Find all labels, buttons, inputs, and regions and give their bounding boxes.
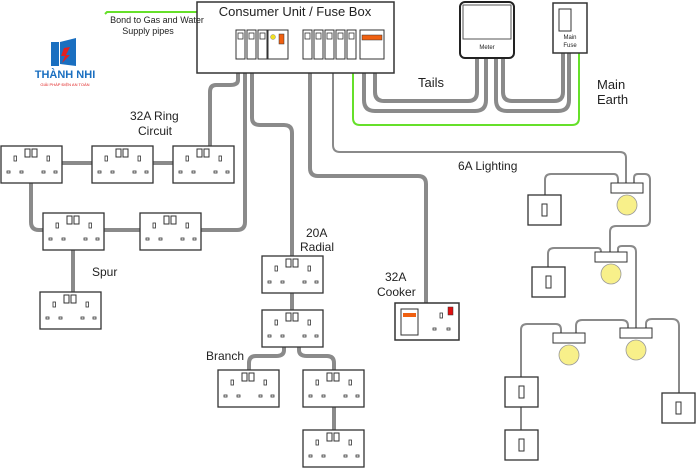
circuit-breaker: [302, 29, 313, 60]
tails-label: Tails: [418, 75, 445, 90]
circuit-breaker: [324, 29, 335, 60]
ceiling-light: [552, 332, 586, 366]
logo-name: THÀNH NHI: [35, 68, 96, 81]
double-socket: [139, 212, 202, 251]
circuit-breaker: [246, 29, 257, 60]
light-switch: [531, 266, 566, 298]
radial-circuit-wires: [247, 73, 336, 430]
lighting-label: 6A Lighting: [458, 159, 517, 173]
main-fuse-label-1: Main: [563, 35, 576, 41]
main-switch: [359, 29, 385, 60]
cooker-wire: [308, 73, 428, 303]
ring-circuit-wires: [29, 73, 247, 292]
bond-wire: [104, 11, 197, 15]
rcd-unit: [267, 29, 289, 60]
logo: THÀNH NHI GIẢI PHÁP ĐIỆN AN TOÀN: [35, 38, 96, 87]
double-socket: [172, 145, 235, 184]
double-socket: [42, 212, 105, 251]
double-socket: [261, 309, 324, 348]
circuit-breaker: [335, 29, 346, 60]
main-fuse-label-2: Fuse: [563, 43, 577, 49]
branch-label: Branch: [206, 349, 244, 363]
double-socket: [39, 291, 102, 330]
double-socket: [261, 255, 324, 294]
circuit-breaker: [235, 29, 246, 60]
cooker-control-unit: [394, 302, 460, 341]
spur-label: Spur: [92, 265, 117, 279]
ceiling-light: [610, 182, 644, 216]
circuit-breaker: [313, 29, 324, 60]
light-switch: [504, 429, 539, 461]
radial-label-1: 20A: [306, 226, 327, 240]
light-switch: [661, 392, 696, 424]
double-socket: [302, 369, 365, 408]
bond-label-2: Supply pipes: [122, 26, 174, 36]
circuit-breaker: [346, 29, 357, 60]
main-earth-label-2: Earth: [597, 92, 628, 107]
double-socket: [217, 369, 280, 408]
main-earth-wire: [352, 53, 580, 126]
main-fuse: Main Fuse: [552, 2, 588, 54]
double-socket: [302, 429, 365, 468]
double-socket: [0, 145, 63, 184]
tails-wires: [362, 53, 571, 113]
bond-label: Bond to Gas and Water: [110, 15, 204, 25]
circuit-breaker: [257, 29, 268, 60]
cooker-label-2: Cooker: [377, 285, 416, 299]
cooker-label-1: 32A: [385, 270, 406, 284]
light-switch: [504, 376, 539, 408]
light-switch: [527, 194, 562, 226]
ceiling-light: [619, 327, 653, 361]
consumer-unit: Consumer Unit / Fuse Box: [196, 1, 395, 74]
meter-label: Meter: [479, 45, 494, 51]
double-socket: [91, 145, 154, 184]
main-earth-label-1: Main: [597, 77, 625, 92]
logo-tagline: GIẢI PHÁP ĐIỆN AN TOÀN: [40, 82, 89, 87]
meter: Meter: [459, 1, 515, 59]
ring-label-2: Circuit: [138, 124, 173, 138]
ring-label-1: 32A Ring: [130, 109, 179, 123]
radial-label-2: Radial: [300, 240, 334, 254]
lighting-wires: [332, 73, 680, 430]
consumer-unit-label: Consumer Unit / Fuse Box: [219, 4, 372, 19]
ceiling-light: [594, 251, 628, 285]
